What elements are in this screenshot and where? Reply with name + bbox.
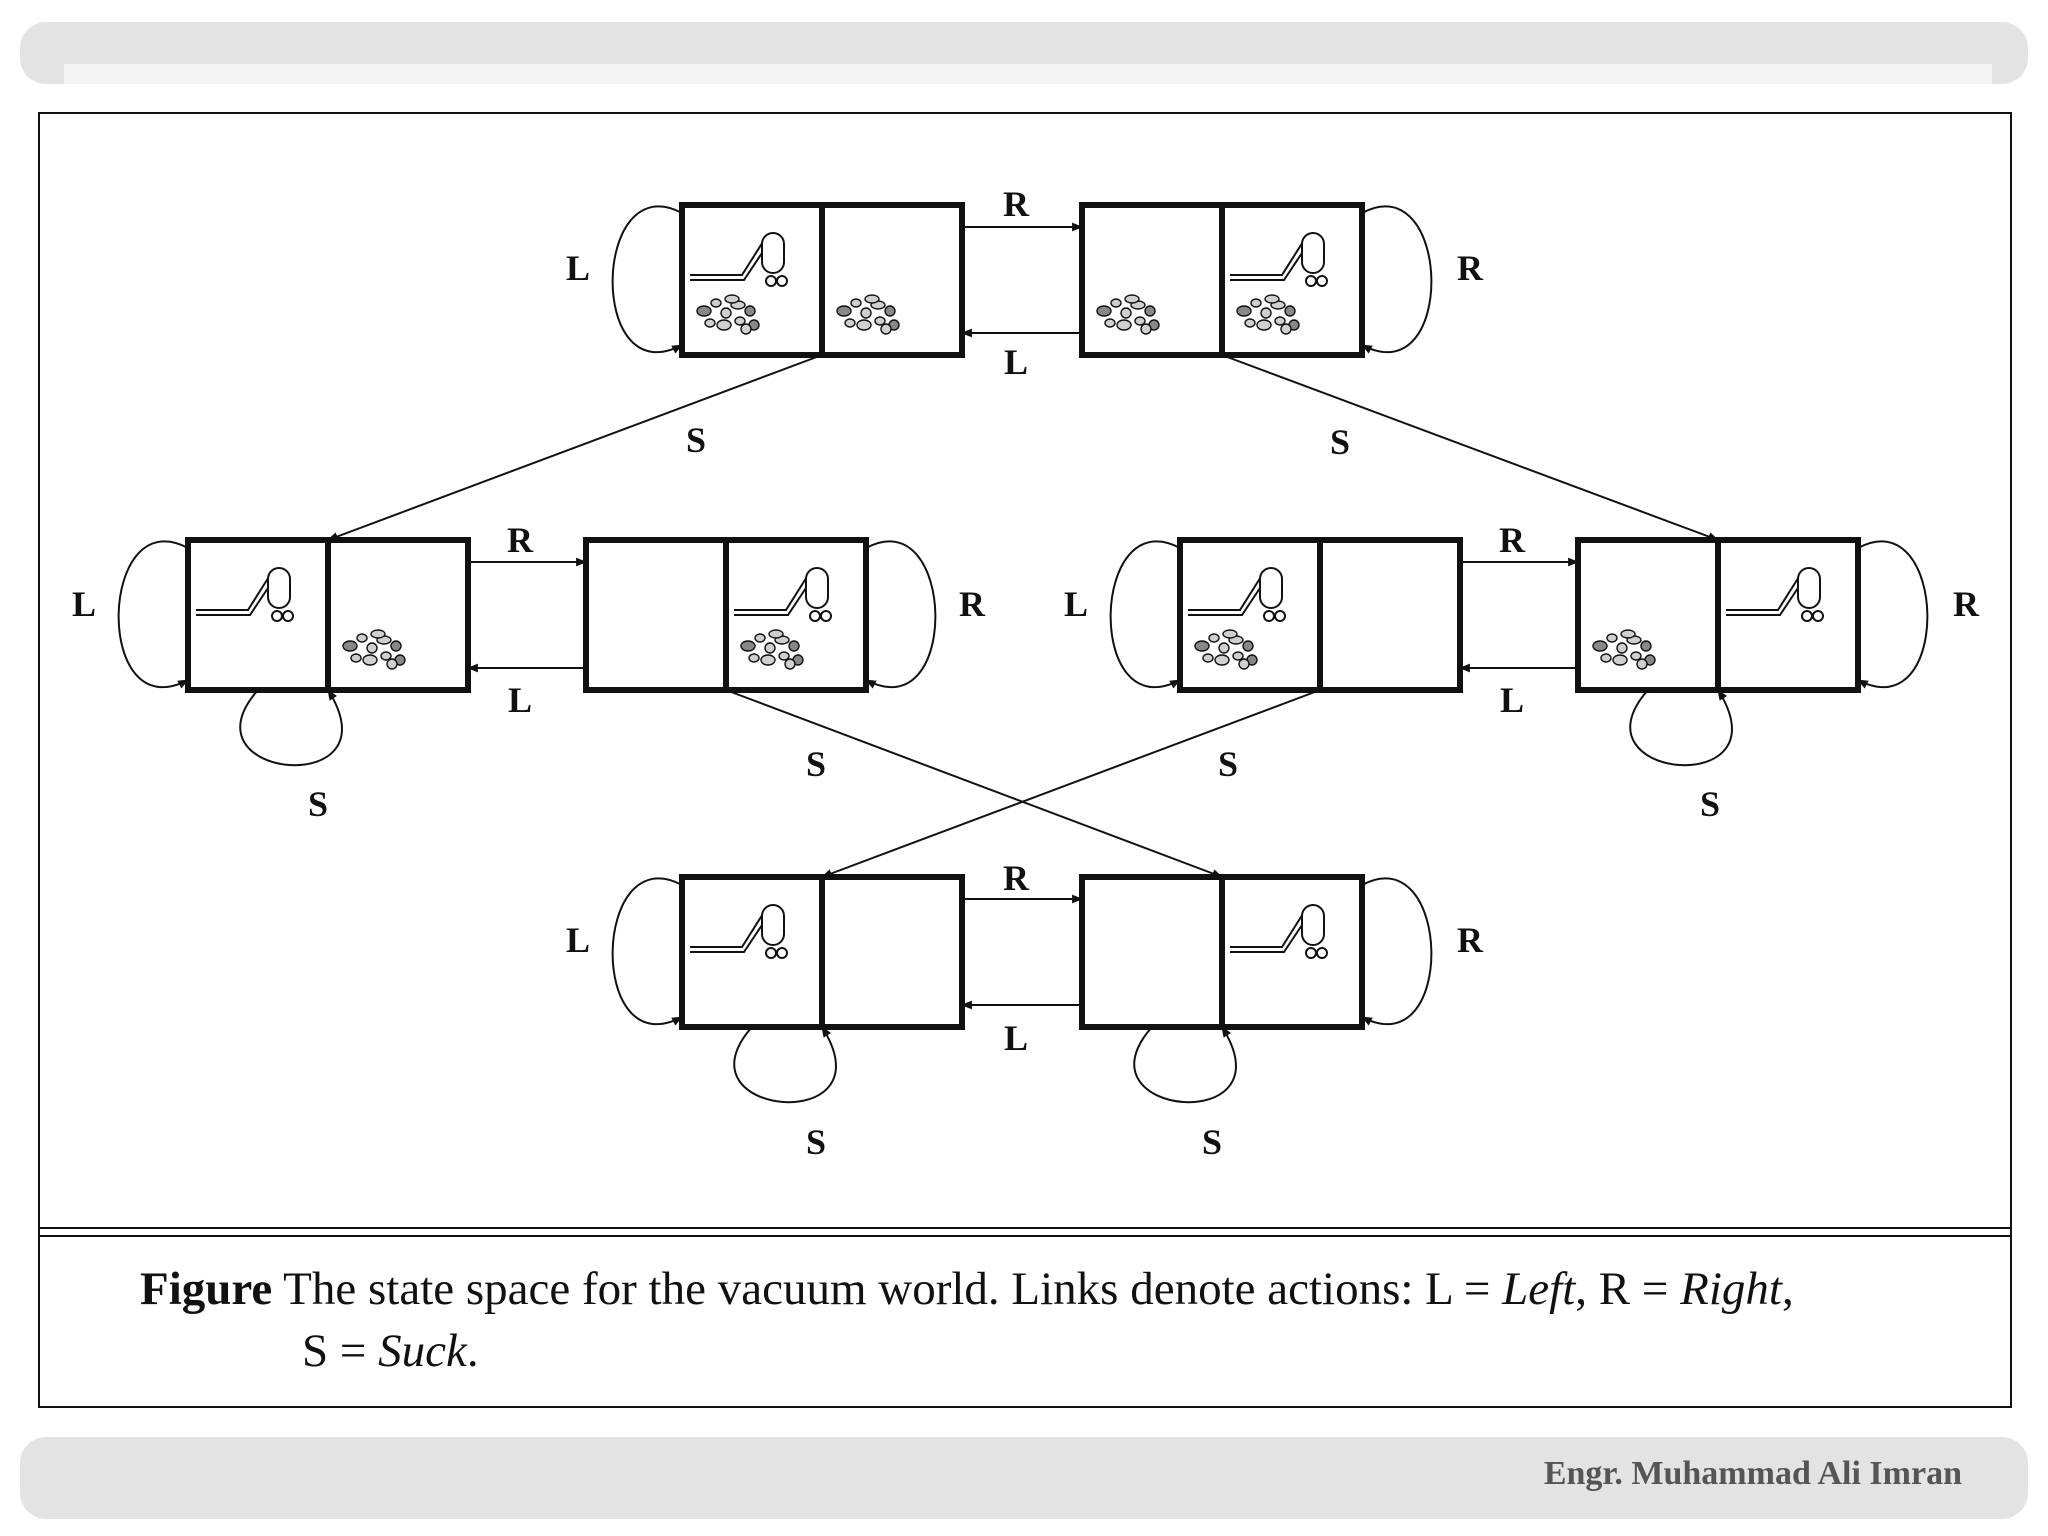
left-cell: [1079, 202, 1225, 358]
action-label-23: S: [1202, 1122, 1222, 1162]
caption-divider: [38, 1227, 2012, 1229]
loop-suck-7: [733, 1026, 837, 1104]
author-name: Engr. Muhammad Ali Imran: [1543, 1455, 1962, 1492]
loop-suck-3: [239, 689, 343, 767]
caption-text-1: The state space for the vacuum world. Li…: [272, 1263, 1503, 1315]
state-7: [679, 874, 965, 1030]
loop-left-1: [611, 205, 683, 354]
action-label-17: S: [1700, 784, 1720, 824]
action-label-20: L: [566, 920, 590, 960]
action-label-1: L: [1004, 342, 1028, 382]
action-label-12: R: [1499, 520, 1526, 560]
right-cell: [1317, 537, 1463, 693]
bottom-banner: [20, 1437, 2028, 1519]
loop-right-4: [865, 540, 937, 689]
labels-layer: R L R L S S R L L R S S R L L R S S R L L R S S: [72, 184, 1980, 1162]
edge-suck-5-7: [820, 689, 1321, 878]
action-label-7: L: [508, 680, 532, 720]
state-2: [1079, 202, 1365, 358]
loop-right-6: [1857, 540, 1929, 689]
state-4: [583, 537, 869, 693]
caption-text-3: ,: [1781, 1263, 1794, 1315]
edge-suck-2-6: [1221, 354, 1720, 541]
caption-text-4: S =: [302, 1325, 379, 1377]
action-label-14: L: [1064, 584, 1088, 624]
caption-text-5: .: [466, 1325, 479, 1377]
loop-left-7: [611, 877, 683, 1026]
states-layer: [185, 202, 1861, 1030]
action-label-11: S: [806, 744, 826, 784]
action-label-2: R: [1457, 248, 1484, 288]
right-cell: [819, 874, 965, 1030]
action-label-0: R: [1003, 184, 1030, 224]
right-cell: [325, 537, 471, 693]
loop-left-3: [117, 540, 189, 689]
state-6: [1575, 537, 1861, 693]
action-label-21: R: [1457, 920, 1484, 960]
figure-caption: Figure The state space for the vacuum wo…: [140, 1258, 1960, 1382]
loop-suck-8: [1133, 1026, 1237, 1104]
action-label-16: S: [1218, 744, 1238, 784]
loop-right-2: [1361, 205, 1433, 354]
action-label-4: S: [686, 420, 706, 460]
figure-frame: [38, 112, 2012, 1408]
action-label-13: L: [1500, 680, 1524, 720]
action-label-10: S: [308, 784, 328, 824]
action-label-8: L: [72, 584, 96, 624]
edges-layer: [117, 205, 1929, 1104]
loop-suck-6: [1629, 689, 1733, 767]
action-label-22: S: [806, 1122, 826, 1162]
caption-suck-word: Suck: [378, 1325, 467, 1377]
state-1: [679, 202, 965, 358]
action-label-5: S: [1330, 422, 1350, 462]
action-label-15: R: [1953, 584, 1980, 624]
loop-left-5: [1109, 540, 1181, 689]
loop-right-8: [1361, 877, 1433, 1026]
edge-suck-1-3: [326, 354, 823, 541]
left-cell: [583, 537, 729, 693]
action-label-9: R: [959, 584, 986, 624]
action-label-19: L: [1004, 1018, 1028, 1058]
state-5: [1177, 537, 1463, 693]
state-8: [1079, 874, 1365, 1030]
action-label-3: L: [566, 248, 590, 288]
action-label-6: R: [507, 520, 534, 560]
left-cell: [1079, 874, 1225, 1030]
caption-left-word: Left: [1502, 1263, 1576, 1315]
caption-lead: Figure: [140, 1263, 273, 1315]
edge-suck-4-8: [725, 689, 1224, 878]
caption-line-2: S = Suck.: [140, 1320, 1960, 1382]
caption-text-2: , R =: [1575, 1263, 1681, 1315]
right-cell: [819, 202, 965, 358]
action-label-18: R: [1003, 858, 1030, 898]
caption-divider-2: [38, 1235, 2012, 1237]
left-cell: [1575, 537, 1721, 693]
top-banner-inner: [64, 64, 1992, 84]
state-3: [185, 537, 471, 693]
caption-right-word: Right: [1680, 1263, 1782, 1315]
